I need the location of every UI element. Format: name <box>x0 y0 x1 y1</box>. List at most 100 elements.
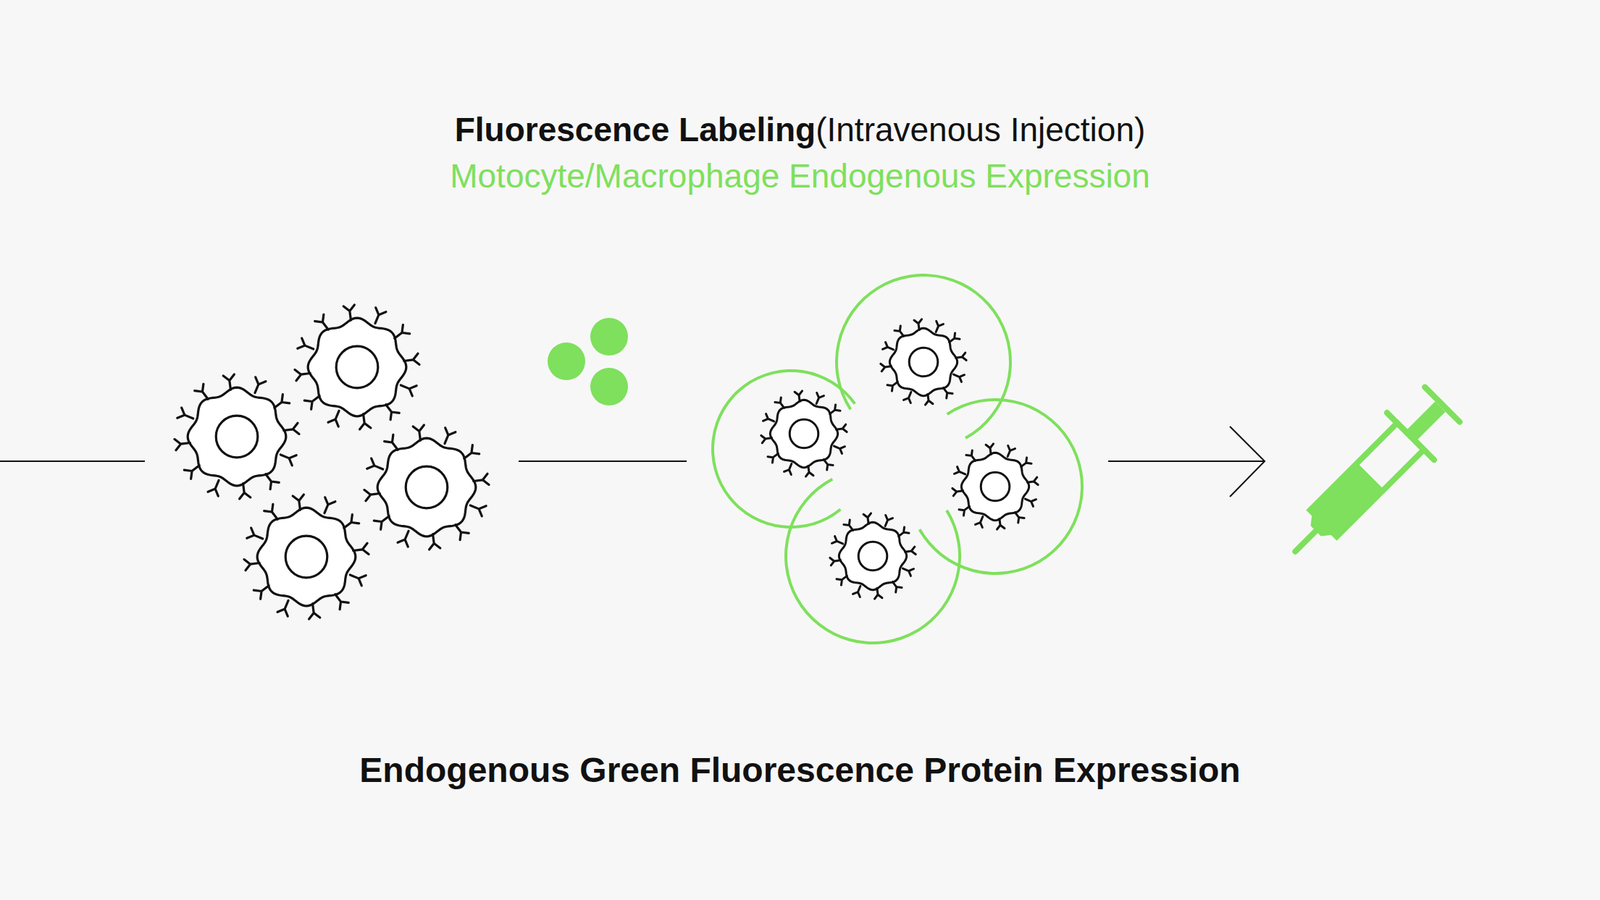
fluorescence-ring <box>835 273 1012 440</box>
receptor <box>315 314 329 330</box>
receptor <box>832 536 844 544</box>
fluorescent-dye <box>590 367 628 406</box>
receptor <box>292 494 304 510</box>
receptor <box>429 534 441 550</box>
receptor <box>349 575 366 586</box>
macrophage-cell <box>174 374 300 500</box>
receptor <box>264 504 279 520</box>
receptor <box>985 444 994 455</box>
fluorescent-dye <box>590 317 628 356</box>
receptor <box>223 374 234 390</box>
receptor <box>470 505 487 517</box>
receptor <box>386 404 400 421</box>
receptor <box>887 381 898 392</box>
receptor <box>1021 457 1032 468</box>
receptor <box>367 458 384 470</box>
receptor <box>882 342 894 350</box>
cell-nucleus <box>336 346 379 389</box>
flow-line <box>518 460 687 463</box>
receptor <box>277 600 289 617</box>
cell-nucleus <box>858 541 888 571</box>
receptor <box>952 488 964 496</box>
receptor <box>207 480 219 497</box>
receptor <box>400 385 417 397</box>
receptor <box>958 506 970 516</box>
receptor <box>394 325 410 339</box>
cell-nucleus <box>215 415 258 458</box>
macrophage-cell <box>244 494 369 620</box>
receptor <box>954 467 966 475</box>
receptor <box>996 518 1004 530</box>
receptor <box>903 391 912 403</box>
receptor <box>455 525 470 541</box>
receptor <box>328 410 339 427</box>
receptor <box>823 459 833 471</box>
receptor <box>412 425 424 441</box>
receptor <box>373 516 389 531</box>
receptor <box>1024 499 1036 507</box>
receptor <box>784 463 792 475</box>
receptor <box>335 594 350 610</box>
cell-nucleus <box>405 466 448 509</box>
receptor <box>863 513 871 525</box>
cell-membrane <box>889 328 957 396</box>
title-line: Fluorescence Labeling(Intravenous Inject… <box>0 110 1600 150</box>
receptor <box>324 497 336 514</box>
receptor <box>830 404 841 415</box>
caption-line: Endogenous Green Fluorescence Protein Ex… <box>0 750 1600 791</box>
receptor <box>898 527 910 537</box>
receptor <box>344 514 360 529</box>
receptor <box>830 557 841 565</box>
cell-nucleus <box>789 419 819 449</box>
cell-nucleus <box>285 535 328 578</box>
cell-membrane <box>838 522 907 590</box>
receptor <box>943 388 953 399</box>
receptor <box>761 435 773 443</box>
receptor <box>473 473 489 485</box>
receptor <box>805 465 813 477</box>
macrophage-cell <box>952 444 1038 530</box>
receptor <box>894 325 904 337</box>
fluorescence-ring <box>711 369 857 529</box>
macrophage-cell <box>364 425 489 550</box>
receptor <box>384 434 399 450</box>
receptor <box>397 530 409 547</box>
receptor <box>404 353 420 365</box>
receptor <box>246 528 263 539</box>
receptor <box>294 370 311 381</box>
receptor <box>283 422 300 434</box>
receptor <box>364 490 380 502</box>
subtitle-note: (Intravenous Injection) <box>815 110 1146 149</box>
receptor <box>880 363 892 371</box>
title: Fluorescence Labeling <box>454 110 816 149</box>
fluorescence-ring <box>784 478 962 645</box>
fluorescence-ring <box>918 398 1084 576</box>
syringe-needle <box>1295 527 1319 552</box>
receptor <box>359 414 371 430</box>
subtitle: Motocyte/Macrophage Endogenous Expressio… <box>449 157 1151 195</box>
receptor <box>924 394 933 405</box>
cell-membrane <box>257 507 356 607</box>
receptor <box>955 352 967 360</box>
syringe-icon <box>1271 380 1467 576</box>
receptor <box>763 414 775 422</box>
receptor <box>833 446 845 454</box>
receptor <box>304 396 320 410</box>
macrophage-cell <box>294 304 420 430</box>
receptor <box>244 559 260 571</box>
receptor <box>794 391 802 402</box>
syringe-plunger-end <box>1424 387 1460 423</box>
syringe-fluid <box>1310 462 1385 537</box>
fluorescent-dye <box>547 342 586 381</box>
flow-arrow <box>1108 460 1265 463</box>
arrowhead <box>1229 426 1265 497</box>
receptor <box>309 604 321 620</box>
receptor <box>297 338 314 350</box>
macrophage-cell <box>761 391 847 477</box>
receptor <box>816 393 824 405</box>
receptor <box>265 474 280 490</box>
receptor <box>1014 512 1025 523</box>
receptor <box>904 546 916 555</box>
flow-line <box>0 460 145 463</box>
receptor <box>966 450 976 461</box>
